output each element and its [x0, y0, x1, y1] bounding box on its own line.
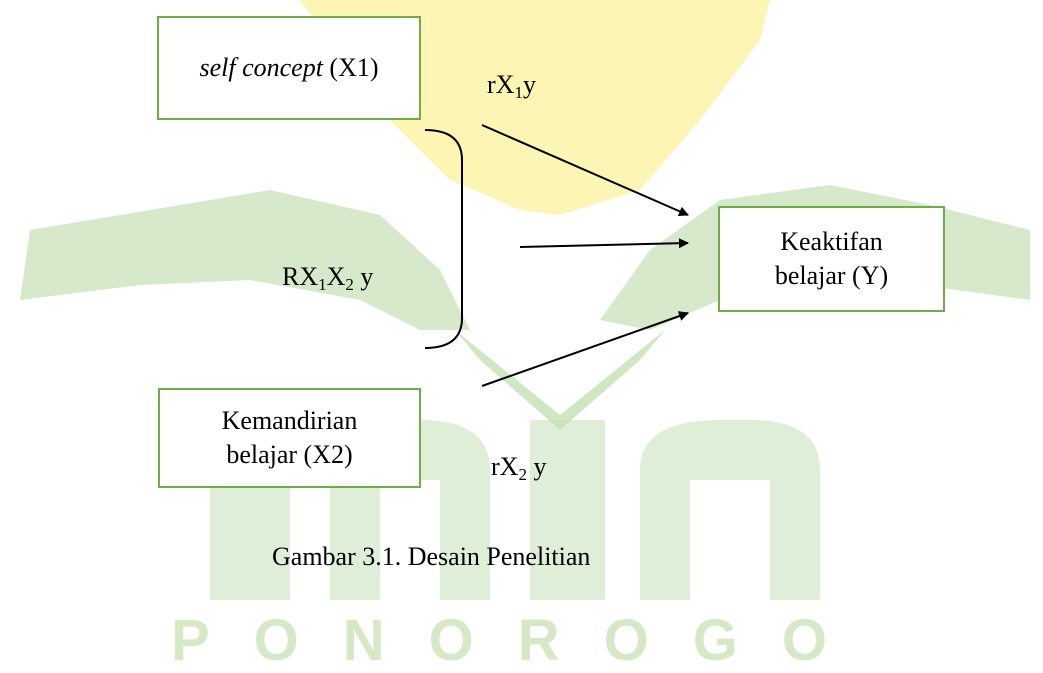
arrow-combined-to-y [519, 238, 689, 249]
box-self-concept: self concept (X1) [157, 16, 421, 120]
watermark-letter-4 [640, 420, 820, 600]
arrow-x2-to-y [481, 311, 689, 387]
label-rx2y-sub: 2 [518, 465, 527, 484]
box-keaktifan-belajar: Keaktifan belajar (Y) [718, 206, 945, 312]
arrow-x1-to-y [481, 124, 689, 216]
label-rx1y-sub: 1 [514, 83, 523, 102]
figure-caption: Gambar 3.1. Desain Penelitian [272, 542, 591, 571]
self-concept-var-text: (X1) [322, 53, 379, 82]
keaktifan-line1: Keaktifan [780, 227, 883, 256]
label-rx1y-post: y [522, 70, 536, 99]
label-rx2y-pre: rX [491, 452, 519, 481]
kemandirian-line2: belajar (X2) [226, 440, 353, 469]
watermark-letter-3 [530, 420, 605, 600]
label-rx1x2y-pre: RX [282, 262, 319, 291]
box-self-concept-label: self concept (X1) [199, 51, 378, 85]
label-rx1x2y-mid: X [326, 262, 346, 291]
kemandirian-line1: Kemandirian [221, 406, 358, 435]
label-rx1x2y-sub1: 1 [318, 275, 327, 294]
watermark-ponorogo-text: PONOROGO [171, 608, 871, 673]
self-concept-italic-text: self concept [199, 53, 323, 82]
box-kemandirian-belajar: Kemandirian belajar (X2) [158, 388, 421, 488]
combined-bracket [424, 129, 463, 349]
label-rx1x2y-sub2: 2 [345, 275, 354, 294]
label-rx1x2y: RX1X2 y [282, 262, 374, 294]
watermark-left-wing [20, 190, 470, 330]
label-rx1y-pre: rX [487, 70, 515, 99]
box-kemandirian-label: Kemandirian belajar (X2) [222, 404, 358, 472]
box-keaktifan-label: Keaktifan belajar (Y) [775, 225, 888, 293]
label-rx2y: rX2 y [491, 452, 547, 484]
label-rx1y: rX1y [487, 70, 536, 102]
keaktifan-line2: belajar (Y) [774, 261, 889, 290]
label-rx1x2y-post: y [353, 262, 374, 291]
label-rx2y-post: y [526, 452, 547, 481]
